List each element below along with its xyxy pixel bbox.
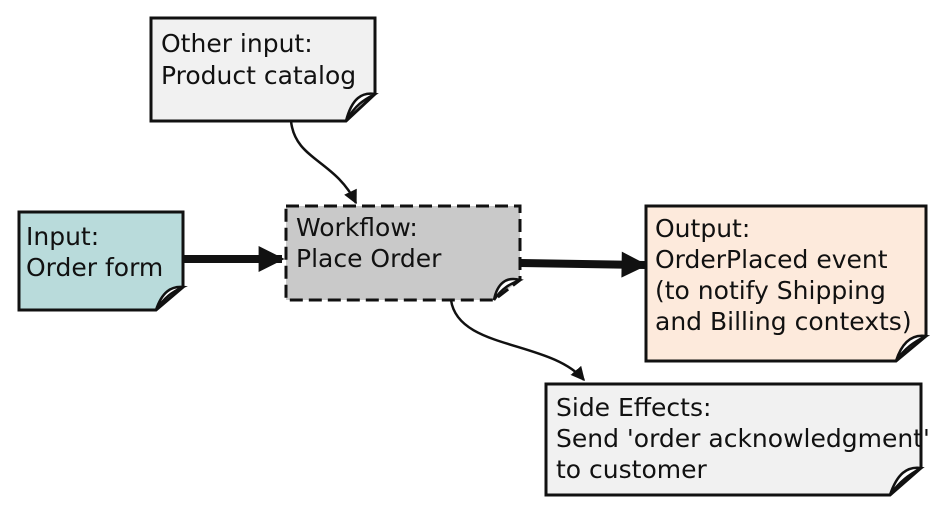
output-text-line-1: OrderPlaced event <box>655 245 888 274</box>
arrow-workflow-to-output <box>520 251 648 278</box>
side-effects-note: Side Effects: Send 'order acknowledgment… <box>544 382 930 497</box>
output-text-line-2: (to notify Shipping <box>655 276 886 305</box>
other-input-note-curl <box>344 92 379 122</box>
input-text: Order form <box>26 253 163 282</box>
side-effects-text-line-2: to customer <box>556 455 707 484</box>
arrow-other-input-to-workflow <box>289 120 358 205</box>
input-note-shape <box>17 210 185 312</box>
side-effects-note-shape <box>544 382 923 497</box>
other-input-title: Other input: <box>161 29 313 58</box>
side-effects-text-line-1: Send 'order acknowledgment' <box>556 424 930 453</box>
other-input-note: Other input: Product catalog <box>149 16 379 123</box>
other-input-text: Product catalog <box>161 61 356 90</box>
workflow-note: Workflow: Place Order <box>284 204 524 302</box>
output-note-curl <box>894 334 931 362</box>
workflow-text: Place Order <box>296 244 442 273</box>
output-text-line-3: and Billing contexts) <box>655 307 912 336</box>
side-effects-title: Side Effects: <box>556 393 711 422</box>
workflow-title: Workflow: <box>296 213 418 242</box>
output-title: Output: <box>655 214 750 243</box>
output-note-shape <box>644 204 928 363</box>
input-title: Input: <box>26 222 99 251</box>
side-effects-note-curl <box>888 466 925 496</box>
input-note-curl <box>154 285 188 311</box>
arrow-workflow-to-side-effects <box>449 299 585 382</box>
output-note: Output: OrderPlaced event (to notify Shi… <box>644 204 931 363</box>
workflow-note-curl <box>492 277 524 301</box>
other-input-note-shape <box>149 16 377 123</box>
input-note: Input: Order form <box>17 210 188 312</box>
workflow-note-shape <box>284 204 522 302</box>
